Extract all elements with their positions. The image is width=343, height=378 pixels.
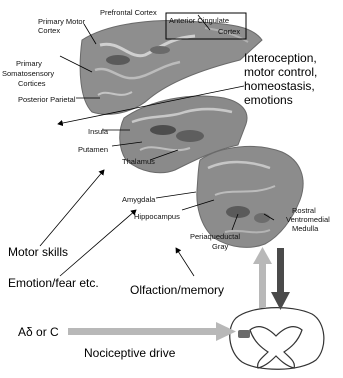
label-acc-2: Cortex xyxy=(218,27,240,36)
label-somato-2: Somatosensory xyxy=(2,69,54,78)
label-rvm-3: Medulla xyxy=(292,224,319,233)
label-pag-1: Periaqueductal xyxy=(190,232,240,241)
label-amygdala: Amygdala xyxy=(122,195,156,204)
spinal-cord-section xyxy=(230,308,324,370)
label-interoception-4: emotions xyxy=(244,93,293,107)
label-emotion: Emotion/fear etc. xyxy=(8,276,99,290)
nociceptive-drive-arrow xyxy=(68,322,236,341)
label-motor-2: Cortex xyxy=(38,26,60,35)
label-motor-skills: Motor skills xyxy=(8,245,68,259)
label-prefrontal: Prefrontal Cortex xyxy=(100,8,157,17)
label-motor-1: Primary Motor xyxy=(38,17,86,26)
descending-arrow xyxy=(271,248,290,310)
label-somato-3: Cortices xyxy=(18,79,46,88)
label-acc-1: Anterior Cingulate xyxy=(169,16,229,25)
label-thalamus: Thalamus xyxy=(122,157,155,166)
label-putamen: Putamen xyxy=(78,145,108,154)
label-nociceptive-drive: Nociceptive drive xyxy=(84,346,176,360)
ascending-arrow xyxy=(253,247,272,308)
label-interoception-3: homeostasis, xyxy=(244,79,315,93)
label-hippocampus: Hippocampus xyxy=(134,212,180,221)
label-insula: Insula xyxy=(88,127,109,136)
label-rvm-1: Rostral xyxy=(292,206,316,215)
label-pag-2: Gray xyxy=(212,242,229,251)
label-rvm-2: Ventromedial xyxy=(286,215,330,224)
label-interoception-1: Interoception, xyxy=(244,51,317,65)
label-somato-1: Primary xyxy=(16,59,42,68)
label-parietal: Posterior Parietal xyxy=(18,95,76,104)
label-fibers: Aδ or C xyxy=(18,325,59,339)
label-interoception-2: motor control, xyxy=(244,65,317,79)
label-olfaction: Olfaction/memory xyxy=(130,283,224,297)
